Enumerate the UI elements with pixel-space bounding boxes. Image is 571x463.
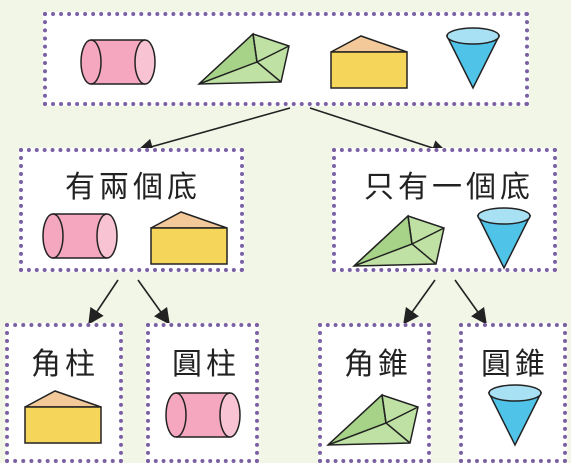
leaf-cylinder: 圓柱: [146, 323, 259, 463]
pyramid-icon: [326, 393, 419, 446]
leaf-cone: 圓錐: [459, 323, 567, 463]
cone-icon: [476, 207, 532, 270]
group-one-base-label: 只有一個底: [364, 170, 534, 205]
arrow-right-to-cone: [454, 279, 487, 325]
group-one-base: 只有一個底: [332, 148, 557, 272]
group-two-bases: 有兩個底: [19, 148, 244, 272]
cone-icon: [445, 27, 501, 90]
cylinder-icon: [80, 39, 156, 85]
prism-icon: [330, 35, 408, 89]
leaf-cone-label: 圓錐: [481, 347, 549, 382]
pyramid-icon: [352, 214, 445, 267]
arrow-left-to-prism: [88, 279, 119, 325]
pyramid-icon: [197, 32, 290, 85]
cylinder-icon: [165, 392, 241, 438]
arrow-top-to-right: [309, 107, 449, 156]
prism-icon: [150, 211, 228, 265]
top-box-all-solids: [43, 12, 529, 106]
flow-arrows: [88, 107, 487, 325]
group-two-bases-label: 有兩個底: [65, 170, 201, 205]
leaf-pyramid: 角錐: [318, 323, 431, 463]
leaf-prism: 角柱: [5, 323, 123, 463]
cylinder-icon: [42, 213, 118, 259]
cone-icon: [487, 384, 543, 447]
arrow-top-to-left: [136, 107, 291, 155]
leaf-cylinder-label: 圓柱: [172, 347, 240, 382]
leaf-prism-label: 角柱: [31, 347, 99, 382]
prism-icon: [24, 390, 102, 444]
arrow-right-to-pyramid: [403, 279, 436, 325]
leaf-pyramid-label: 角錐: [344, 347, 412, 382]
arrow-left-to-cylinder: [137, 279, 170, 325]
